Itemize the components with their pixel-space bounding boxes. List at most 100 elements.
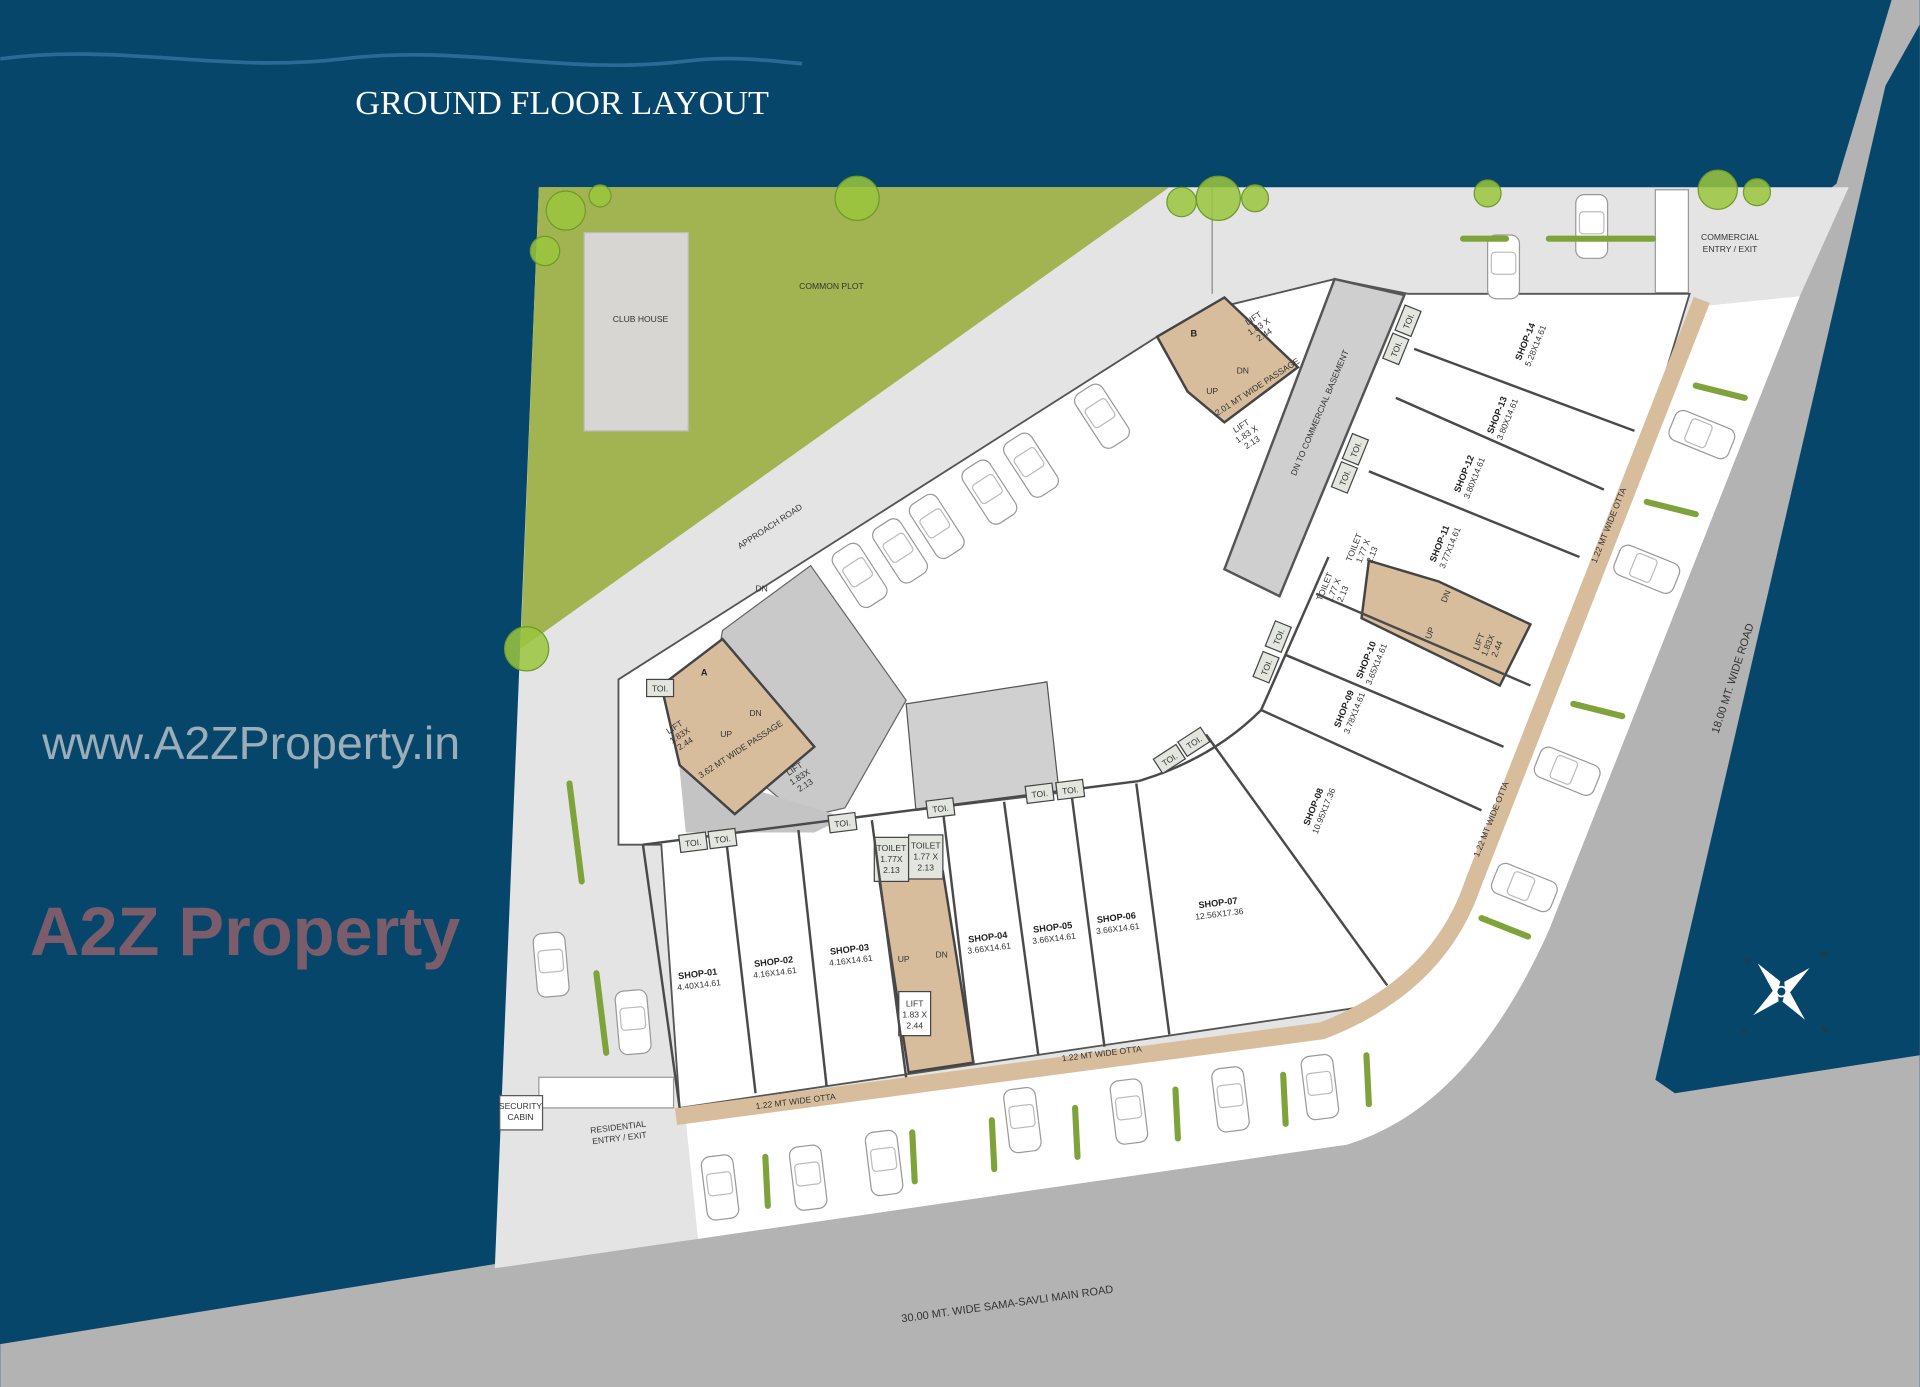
shop-name: SHOP-05 [1033, 920, 1073, 935]
car-icon [1490, 862, 1558, 913]
car-icon [1073, 383, 1131, 449]
car-icon [908, 493, 965, 560]
svg-text:2.13: 2.13 [917, 862, 934, 872]
hedge-icon [909, 1129, 918, 1185]
svg-text:B: B [1191, 329, 1198, 339]
compass-icon [1753, 963, 1810, 1020]
car-icon [1211, 1066, 1250, 1133]
shop-toilets: TOI.TOI.TOI.TOI.TOI.TOI.TOI.TOI.TOI.TOI.… [678, 304, 1422, 854]
security-cabin-label: SECURITY [499, 1101, 543, 1111]
svg-text:TOI.: TOI. [684, 837, 702, 849]
toilet: TOI. [1024, 782, 1055, 805]
shop-name: SHOP-06 [1096, 910, 1136, 925]
svg-text:UP: UP [1423, 625, 1437, 640]
commercial-entry-label: COMMERCIAL ENTRY / EXIT [1701, 232, 1759, 254]
tree-icon [1166, 186, 1197, 218]
compass-e: E [1742, 1026, 1748, 1036]
svg-text:DN: DN [935, 949, 947, 959]
car-icon [831, 542, 888, 609]
hedge-icon [566, 780, 585, 885]
hedge-icon [762, 1153, 771, 1209]
shop-name: SHOP-07 [1198, 896, 1238, 911]
shop-name: SHOP-03 [829, 942, 869, 957]
tree-icon [545, 190, 587, 231]
watermark-logo: A2Z Property [30, 893, 460, 970]
toilet: TOI. [1055, 778, 1086, 801]
car-icon [1002, 432, 1060, 498]
basement-ramp [1222, 277, 1407, 598]
parking-cars [532, 194, 1736, 1221]
car-icon [532, 931, 570, 998]
svg-text:DN: DN [1439, 589, 1453, 604]
svg-text:TOI.: TOI. [834, 817, 852, 829]
hedge-icon [1643, 498, 1699, 518]
hedge-icon [1570, 700, 1626, 720]
car-icon [1575, 194, 1609, 259]
security-cabin [499, 1095, 544, 1131]
svg-text:DN: DN [749, 708, 761, 718]
tree-icon [1742, 178, 1772, 207]
svg-text:LIFT: LIFT [906, 998, 924, 1008]
shop-name: SHOP-04 [968, 930, 1009, 945]
tree-icon [1697, 169, 1738, 210]
toilet: TOI. [1341, 432, 1370, 466]
tree-icon [529, 235, 561, 267]
toilet: TOI. [1394, 304, 1422, 338]
tree-icon [588, 184, 612, 208]
car-icon [1533, 746, 1601, 796]
car-icon [700, 1154, 740, 1221]
svg-text:1.77 X: 1.77 X [913, 851, 938, 861]
svg-text:TOI.: TOI. [652, 684, 668, 694]
hedge-icon [593, 970, 610, 1056]
hedge-icon [988, 1117, 998, 1173]
tree-icon [1240, 184, 1270, 213]
club-house-label: CLUB HOUSE [613, 314, 669, 324]
ramp-shadow [675, 732, 845, 833]
car-icon [1613, 544, 1681, 594]
tree-icon [503, 626, 550, 672]
svg-text:UP: UP [898, 954, 910, 964]
compass-w: W [1820, 949, 1829, 959]
svg-text:TOILET: TOILET [911, 840, 942, 850]
hedge-icon [1478, 915, 1532, 940]
core-a: A 3.62 MT WIDE PASSAGE UP DN TOI. LIFT1.… [645, 637, 817, 816]
svg-text:UP: UP [720, 729, 732, 739]
toilet: TOI. [707, 827, 738, 850]
car-icon [1003, 1086, 1042, 1154]
tree-icon [1195, 175, 1241, 221]
svg-text:TOI.: TOI. [714, 833, 732, 845]
car-icon [1109, 1078, 1149, 1145]
tree-icon [834, 175, 880, 221]
car-icon [961, 459, 1018, 525]
toilet: TOI. [1330, 460, 1359, 494]
common-plot-label: COMMON PLOT [799, 281, 864, 291]
toilet: TOI. [678, 831, 709, 854]
compass-n: N [1821, 1024, 1827, 1034]
car-icon [1487, 234, 1521, 300]
compass-s: S [1744, 957, 1750, 967]
svg-text:TOI.: TOI. [1061, 784, 1079, 796]
plot-outside-area [1655, 24, 1920, 1094]
toilet: TOI. [827, 811, 858, 834]
car-icon [614, 989, 652, 1056]
hedge-icon [1280, 1071, 1289, 1127]
toilet: TOI. [1177, 726, 1211, 758]
svg-text:2.44: 2.44 [906, 1020, 923, 1030]
svg-text:TOI.: TOI. [1031, 788, 1049, 800]
svg-text:2.13: 2.13 [883, 865, 900, 875]
car-icon [788, 1144, 828, 1211]
toilet: TOI. [1264, 620, 1293, 654]
hedge-icon [1363, 1052, 1372, 1108]
hedge-icon [1172, 1086, 1181, 1142]
ramp-dn-label: DN [756, 583, 768, 593]
trees [503, 169, 1772, 1209]
svg-text:TOI.: TOI. [932, 803, 950, 815]
toilet: TOI. [1252, 650, 1280, 684]
shop-name: SHOP-02 [753, 954, 793, 969]
tree-icon [1473, 179, 1502, 208]
security-cabin-label: CABIN [507, 1112, 533, 1122]
svg-text:DN: DN [1237, 365, 1249, 375]
svg-text:ENTRY / EXIT: ENTRY / EXIT [1703, 244, 1759, 254]
